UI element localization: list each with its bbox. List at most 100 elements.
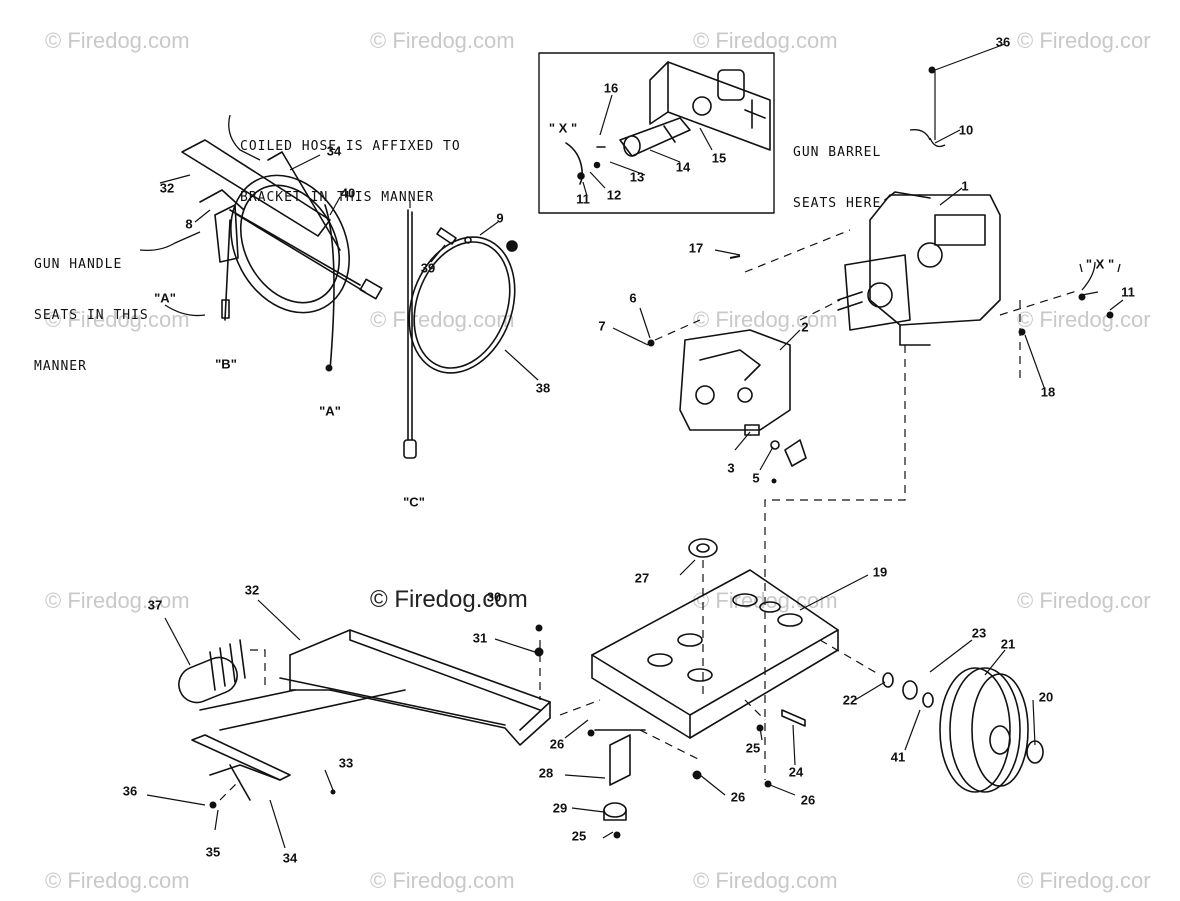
pump [679,329,807,467]
callout-15: 15 [711,150,727,166]
watermark: © Firedog.com [45,868,190,893]
callout-24: 24 [788,764,804,780]
nozzle [436,227,472,245]
callout-13: 13 [629,169,645,185]
callout-34: 34 [282,850,298,866]
grip [178,639,246,704]
callout-27: 27 [634,570,650,586]
callout-40: 40 [340,185,356,201]
ref-a: "A" [154,290,176,306]
watermark: © Firedog.com [370,307,515,332]
callout-7: 7 [598,318,606,334]
callout-25: 25 [745,740,761,756]
watermark: © Firedog.com [370,868,515,893]
watermark: © Firedog.com [693,868,838,893]
callout-26: 26 [730,789,746,805]
callout-9: 9 [496,210,504,226]
nut-23 [902,680,918,700]
callout-6: 6 [629,290,637,306]
callout-2: 2 [801,319,809,335]
ref-x: " X " [548,120,578,136]
engine [837,191,1001,346]
inset-box [538,52,775,214]
callout-20: 20 [1038,689,1054,705]
callout-14: 14 [675,159,691,175]
watermark: © Firedog.cor [1017,588,1151,613]
note-line: BRACKET IN THIS MANNER [240,190,435,205]
callout-12: 12 [606,187,622,203]
callout-21: 21 [1000,636,1016,652]
callout-37: 37 [147,597,163,613]
note-line: SEATS IN THIS [34,308,149,323]
note-gun-barrel: GUN BARREL SEATS HERE [793,110,881,246]
ref-c: "C" [403,494,425,510]
callout-39: 39 [420,260,436,276]
callout-1: 1 [961,178,969,194]
grommet [688,538,718,558]
axle-bolt [781,709,806,727]
note-coiled-hose: COILED HOSE IS AFFIXED TO BRACKET IN THI… [240,104,461,240]
callout-32: 32 [244,582,260,598]
washer-41 [922,692,934,708]
inset-fitting [619,117,691,157]
rubber-foot [603,802,627,818]
leg-bracket [609,734,631,786]
note-gun-handle: GUN HANDLE SEATS IN THIS MANNER [34,222,149,409]
watermark: © Firedog.cor [1017,307,1151,332]
watermark: © Firedog.com [45,588,190,613]
watermark: © Firedog.com [45,28,190,53]
watermark: © Firedog.com [693,307,838,332]
note-line: GUN BARREL [793,145,882,160]
callout-34: 34 [326,143,342,159]
note-line: COILED HOSE IS AFFIXED TO [240,139,461,154]
callout-28: 28 [538,765,554,781]
watermark: © Firedog.com [370,28,515,53]
callout-10: 10 [958,122,974,138]
callout-25: 25 [571,828,587,844]
foot-bracket [191,734,291,801]
callout-36: 36 [995,34,1011,50]
callout-22: 22 [842,692,858,708]
callout-23: 23 [971,625,987,641]
watermark: © Firedog.com [693,28,838,53]
note-line: MANNER [34,359,87,374]
callout-30: 30 [486,589,502,605]
callout-8: 8 [185,216,193,232]
washer-22 [882,672,894,688]
wheel [939,667,1029,793]
callout-16: 16 [603,80,619,96]
note-line: GUN HANDLE [34,257,123,272]
callout-19: 19 [872,564,888,580]
callout-29: 29 [552,800,568,816]
ref-b: "B" [215,356,237,372]
ref-x: " X " [1085,256,1115,272]
watermark: © Firedog.com [45,307,190,332]
ref-a: "A" [319,403,341,419]
base-plate [591,569,839,739]
callout-18: 18 [1040,384,1056,400]
callout-11: 11 [1121,284,1135,300]
callout-3: 3 [727,460,735,476]
handle [199,629,551,746]
callout-41: 41 [890,749,906,765]
callout-11: 11 [576,191,590,207]
watermark: © Firedog.cor [1017,868,1151,893]
callout-17: 17 [688,240,704,256]
watermark-center: © Firedog.com [370,586,528,613]
callout-5: 5 [752,470,760,486]
hose-reel [181,139,383,371]
callout-36: 36 [122,783,138,799]
inset-bracket [649,61,771,151]
callout-32: 32 [159,180,175,196]
callout-31: 31 [472,630,488,646]
watermark: © Firedog.cor [1017,28,1151,53]
callout-26: 26 [549,736,565,752]
coiled-hose [403,209,518,459]
callout-38: 38 [535,380,551,396]
callout-35: 35 [205,844,221,860]
inset-wire [565,142,584,185]
callout-26: 26 [800,792,816,808]
note-line: SEATS HERE [793,196,882,211]
